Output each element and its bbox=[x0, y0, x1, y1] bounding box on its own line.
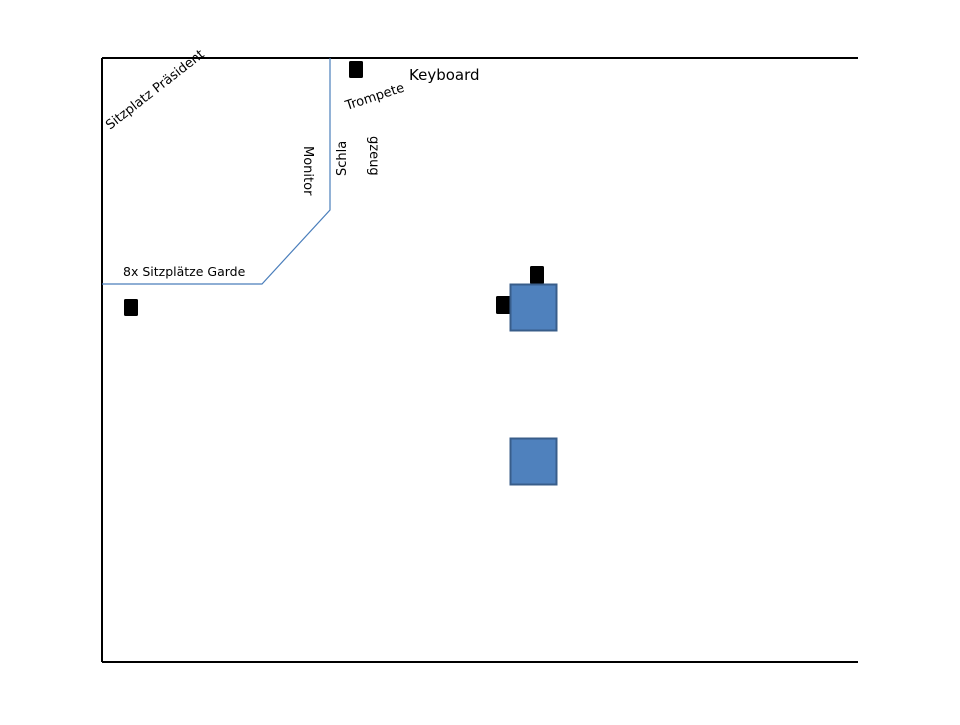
marker-trumpet bbox=[349, 61, 363, 78]
label-monitor: Monitor bbox=[300, 146, 315, 196]
marker-block-left bbox=[496, 296, 511, 314]
blue-block-lower bbox=[509, 437, 558, 486]
marker-block-top bbox=[530, 266, 544, 284]
label-guard-seats: 8x Sitzplätze Garde bbox=[123, 264, 246, 279]
label-trumpet: Trompete bbox=[343, 81, 407, 114]
seating-area-outline bbox=[102, 58, 331, 285]
label-president-seat: Sitzplatz Präsident bbox=[103, 47, 207, 133]
marker-guard bbox=[124, 299, 138, 316]
label-drums-line2: gzeug bbox=[366, 136, 381, 176]
room-frame bbox=[101, 57, 858, 663]
label-keyboard: Keyboard bbox=[409, 66, 480, 84]
label-drums-line1: Schla bbox=[335, 141, 350, 176]
blue-block-upper bbox=[509, 283, 558, 332]
